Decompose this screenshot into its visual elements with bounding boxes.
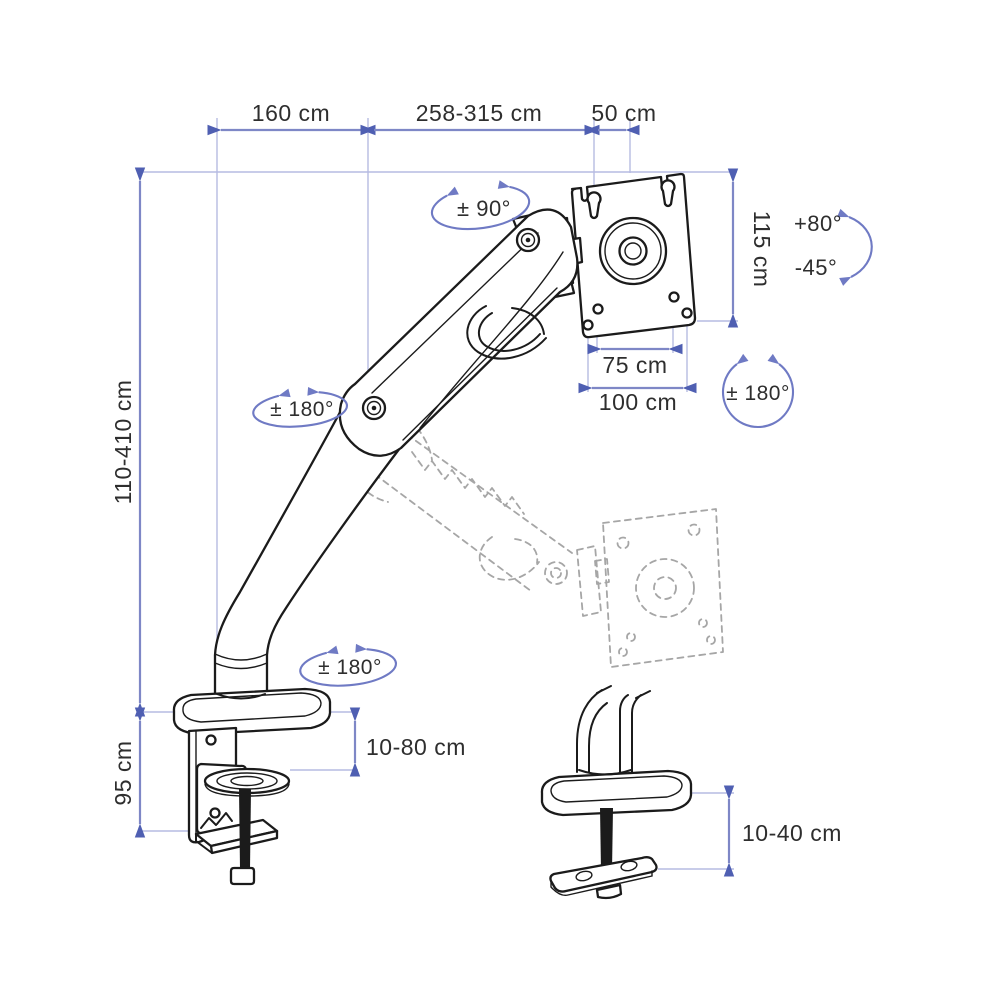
- clamp-screw-nut: [229, 866, 256, 886]
- vesa-keyhole-right: [660, 179, 676, 208]
- grommet-desk-plate-top-face: [550, 775, 683, 803]
- label-angle-180-arm: ± 180°: [270, 398, 334, 421]
- dimension-arrows: [134, 124, 739, 877]
- ghost-arm-upper-edge: [397, 427, 573, 554]
- ghost-spring-zigzag: [411, 451, 525, 515]
- label-dim-95: 95 cm: [110, 740, 136, 805]
- vesa-hub-boss: [618, 236, 648, 266]
- ghost-head-boss: [544, 561, 568, 585]
- ghost-hole-3: [618, 647, 628, 657]
- rotation-indicators: [252, 180, 873, 687]
- vesa-hole-2: [668, 291, 680, 303]
- grommet-rod: [600, 808, 613, 871]
- clamp-hole-bottom: [209, 807, 221, 819]
- elbow-boss-ring: [366, 400, 382, 416]
- vesa-hole-3: [582, 319, 594, 331]
- vesa-hub-hole: [624, 242, 642, 260]
- column-base-rim: [216, 693, 266, 700]
- grommet-foot-thickness: [550, 870, 653, 897]
- ghost-head-bracket: [576, 545, 602, 617]
- vesa-hub-ring: [604, 222, 662, 280]
- rotation-arc-180-base-icon: [299, 643, 397, 687]
- clamp-screw-rod: [239, 789, 251, 869]
- label-dim-110-410: 110-410 cm: [110, 380, 136, 505]
- vesa-plate-artwork: [570, 172, 697, 339]
- label-tilt-down: -45°: [795, 255, 838, 280]
- ghost-vesa-plate: [602, 508, 724, 668]
- grommet-foot-hole-right: [620, 860, 638, 872]
- rotation-arc-180-vesa-icon: [721, 353, 795, 429]
- clamp-foot-left: [195, 833, 213, 854]
- vesa-hole-4: [681, 307, 693, 319]
- grommet-pole-base-rim: [578, 769, 632, 776]
- label-dim-50: 50 cm: [591, 100, 656, 126]
- arm-head-artwork: [338, 208, 584, 457]
- ghost-vesa-hub-hole: [653, 576, 677, 600]
- grommet-desk-plate: [540, 769, 693, 817]
- arm-artwork: [172, 388, 402, 886]
- upper-arm-seam-top: [371, 232, 539, 394]
- rotation-arc-90-icon: [430, 180, 531, 231]
- clamp-hole-top: [205, 734, 217, 746]
- label-angle-180-base: ± 180°: [318, 656, 382, 679]
- cable-clip: [466, 305, 547, 360]
- ghost-vesa-hub: [635, 558, 695, 618]
- ghost-arm-lower-edge: [356, 460, 532, 592]
- column-band-2: [214, 662, 268, 670]
- grommet-base-artwork: [540, 685, 693, 900]
- column-band-1: [214, 653, 268, 661]
- ghost-hole-1: [626, 632, 636, 642]
- rotation-arc-180-arm-icon: [252, 386, 348, 428]
- grommet-pole-left-inner: [588, 702, 608, 773]
- label-dim-10-80: 10-80 cm: [366, 734, 466, 760]
- ghost-cable-clip: [478, 536, 540, 581]
- ghost-hole-4: [706, 635, 716, 645]
- label-angle-180-vesa: ± 180°: [726, 382, 790, 405]
- angle-labels: ± 90° ± 180° ± 180° ± 180° +80° -45°: [270, 196, 842, 679]
- label-dim-100: 100 cm: [599, 389, 677, 415]
- upper-arm-seam-bottom: [402, 287, 558, 441]
- label-angle-90: ± 90°: [457, 196, 511, 221]
- upper-arm: [338, 208, 579, 457]
- clamp-pad-inner: [230, 775, 264, 787]
- ghost-head-bracket-tab: [594, 558, 610, 585]
- grommet-foot-nub: [595, 883, 623, 900]
- head-boss-ring: [520, 232, 536, 248]
- dimension-labels: 160 cm 258-315 cm 50 cm 115 cm 75 cm 100…: [110, 100, 842, 846]
- grommet-pole-cut-right: [635, 690, 651, 699]
- grommet-pole-right-inner: [619, 694, 629, 773]
- clamp-desk-plate: [172, 687, 332, 736]
- grommet-foot-hole-left: [575, 870, 593, 882]
- ghost-arm-position: [346, 419, 724, 668]
- grommet-pole-right: [631, 694, 642, 773]
- label-dim-10-40: 10-40 cm: [742, 820, 842, 846]
- label-dim-115: 115 cm: [749, 211, 775, 288]
- ghost-head-boss-inner: [550, 567, 562, 579]
- ghost-keyhole-left: [616, 536, 630, 550]
- ghost-keyhole-right: [687, 523, 701, 537]
- upper-arm-shell-line: [419, 251, 564, 429]
- ghost-hole-2: [698, 618, 708, 628]
- label-dim-258-315: 258-315 cm: [416, 100, 542, 126]
- vesa-keyhole-left: [586, 191, 602, 220]
- head-boss-center: [525, 237, 531, 243]
- clamp-desk-plate-top-face: [182, 692, 322, 723]
- grommet-pole-cut-left: [596, 685, 612, 694]
- clamp-teeth: [200, 812, 233, 829]
- label-tilt-up: +80°: [794, 211, 842, 236]
- label-dim-75: 75 cm: [602, 352, 667, 378]
- label-dim-160: 160 cm: [252, 100, 330, 126]
- elbow-boss-center: [371, 405, 377, 411]
- tilt-arc-icon: [837, 208, 873, 286]
- vesa-hole-1: [592, 303, 604, 315]
